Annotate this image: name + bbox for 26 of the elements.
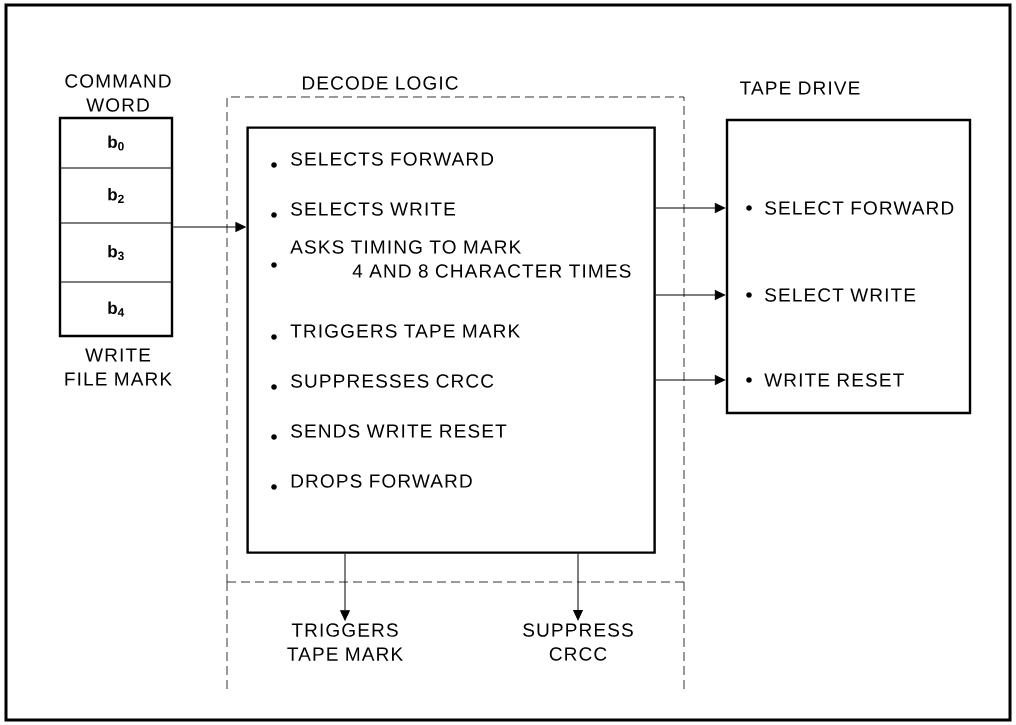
arrow	[655, 290, 726, 300]
bullet-text: TRIGGERS TAPE MARK	[290, 324, 520, 338]
region-title: DECODE LOGIC	[303, 76, 458, 90]
arrow	[573, 553, 583, 621]
arrow	[655, 203, 726, 213]
bullet-text: SELECTS FORWARD	[291, 152, 494, 166]
bullet-text: SELECT WRITE	[765, 288, 916, 302]
bit-cell: b$_{2}$	[59, 167, 173, 224]
arrow	[340, 553, 350, 621]
bullet-text: SENDS WRITE RESET	[291, 424, 507, 438]
bullet-text: WRITE RESET	[764, 373, 904, 387]
output-label: TRIGGERS TAPE MARK	[287, 623, 403, 661]
node-label: b$_{0}$	[108, 135, 124, 151]
bullet-text: SELECTS WRITE	[291, 202, 455, 216]
bullet-text: ASKS TIMING TO MARK 4 AND 8 CHARACTER TIMES	[290, 240, 631, 278]
bullet-text: SUPPRESSES CRCC	[291, 374, 494, 388]
box-title: TAPE DRIVE	[740, 81, 860, 95]
output-label: SUPPRESS CRCC	[523, 623, 633, 661]
register-caption: WRITE FILE MARK	[65, 348, 172, 386]
bit-cell: b$_{3}$	[59, 222, 173, 283]
arrow	[172, 222, 246, 232]
bullet-text: SELECT FORWARD	[765, 201, 954, 215]
bullet-text: DROPS FORWARD	[291, 474, 472, 488]
bit-cell: b$_{4}$	[59, 281, 173, 337]
register-title: COMMAND WORD	[65, 74, 171, 112]
arrow	[655, 375, 726, 385]
